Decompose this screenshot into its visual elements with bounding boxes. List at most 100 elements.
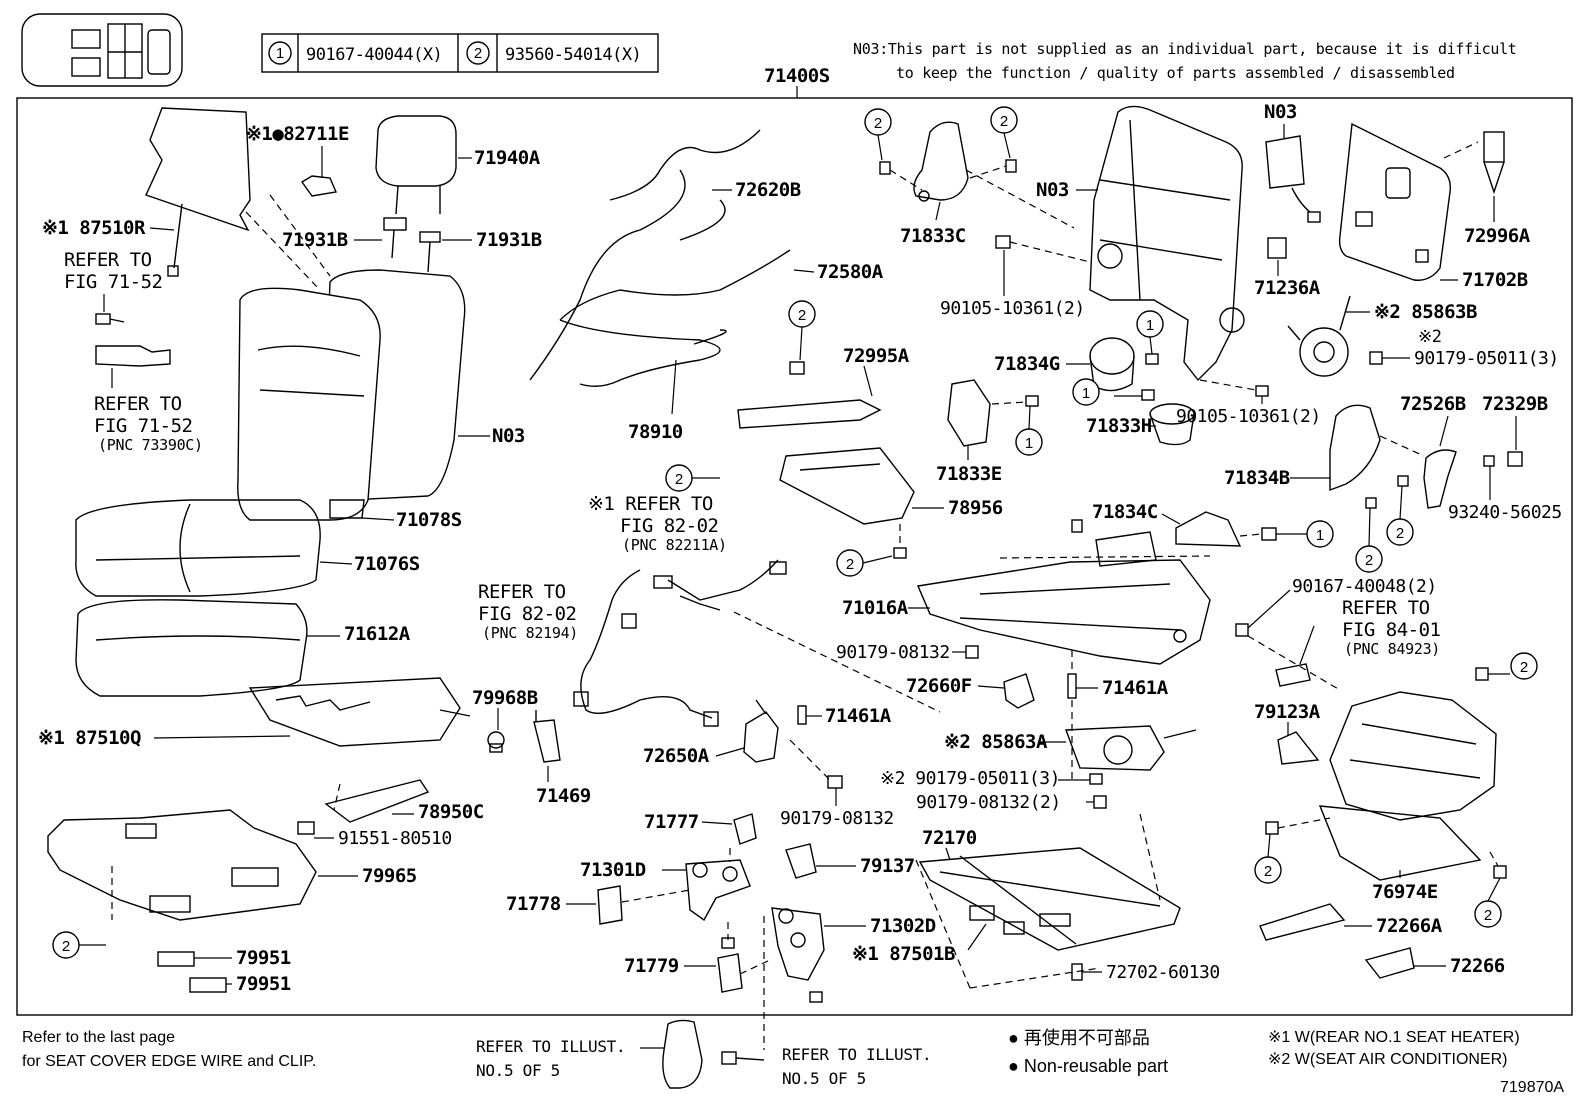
- screw-shape: [1365, 497, 1377, 509]
- common-part-2-number: 93560-54014(X): [505, 45, 641, 65]
- part-label-79968B: 79968B: [472, 687, 538, 709]
- screw-shape: [1141, 389, 1155, 401]
- bolt-shape: [721, 1051, 765, 1065]
- nut-shape: [809, 991, 823, 1003]
- part-label-87501B: ※1 87501B: [852, 943, 955, 965]
- common-part-1-number: 90167-40044(X): [306, 45, 442, 65]
- part-label-90167-40048: 90167-40048(2): [1292, 576, 1437, 597]
- cover-71777-shape: [733, 813, 757, 845]
- headrest-shape: [375, 115, 457, 215]
- refer-fig-84-01-line2: FIG 84-01: [1342, 619, 1441, 641]
- cover-71778-shape: [597, 885, 623, 925]
- part-label-71931B-right: 71931B: [476, 229, 542, 251]
- part-label-N03-frame: N03: [1036, 179, 1069, 201]
- part-label-71461A-right: 71461A: [1102, 677, 1169, 699]
- circled-ref-1-markers: [1015, 310, 1334, 548]
- circled-code-2: 2: [474, 45, 482, 62]
- clip-82711E-shape: [300, 175, 337, 197]
- seat-cushion-cover-shape: [75, 499, 321, 597]
- part-label-72329B: 72329B: [1482, 393, 1548, 415]
- screw-shape: [1261, 527, 1277, 541]
- part-label-71778: 71778: [506, 893, 561, 915]
- part-label-N03-seatback: N03: [492, 425, 525, 447]
- part-label-71834B: 71834B: [1224, 467, 1290, 489]
- legend-non-reusable-japanese: ● 再使用不可部品: [1008, 1028, 1150, 1048]
- part-label-71461A-left: 71461A: [825, 705, 892, 727]
- part-label-90105-10361-lower: 90105-10361(2): [1176, 406, 1321, 427]
- part-label-72996A: 72996A: [1464, 225, 1531, 247]
- part-label-85863B: ※2 85863B: [1374, 301, 1477, 323]
- cover-71779-shape: [717, 953, 743, 993]
- part-label-71931B-left: 71931B: [282, 229, 348, 251]
- cushion-frame-79965-shape: [47, 809, 317, 921]
- cover-72266A-shape: [1259, 903, 1346, 941]
- bracket-79123A-shape: [1277, 731, 1320, 765]
- part-label-79137: 79137: [860, 855, 915, 877]
- lock-71301D-shape: [685, 859, 751, 922]
- cushion-heater-shape: [248, 677, 471, 747]
- nut-shape: [1071, 519, 1083, 533]
- part-label-71777: 71777: [644, 811, 699, 833]
- note-seat-air-conditioner: ※2 W(SEAT AIR CONDITIONER): [1268, 1051, 1508, 1068]
- screw-shape: [1397, 475, 1409, 487]
- bolt-shape: [1255, 385, 1269, 397]
- part-label-71834G: 71834G: [994, 353, 1060, 375]
- part-label-93240-56025: 93240-56025: [1448, 502, 1562, 523]
- refer-illust-right-line1: REFER TO ILLUST.: [782, 1045, 931, 1064]
- svg-text:2: 2: [1000, 113, 1008, 130]
- bracket-72660F-shape: [1003, 673, 1035, 709]
- refer-fig-71-52-b-line2: FIG 71-52: [94, 415, 192, 437]
- part-label-71016A: 71016A: [842, 597, 909, 619]
- refer-illust-left-line2: NO.5 OF 5: [476, 1061, 560, 1080]
- wire-harness-shape: [573, 559, 787, 727]
- screw-shape: [879, 161, 891, 175]
- lever-72526B-shape: [1423, 449, 1457, 509]
- bolt-shape: [1265, 821, 1279, 835]
- part-label-90179-05011-lower: ※2 90179-05011(3): [880, 768, 1060, 789]
- bolt-shape: [1475, 667, 1489, 681]
- refer-fig-82-02-b-line2: FIG 82-02: [478, 603, 576, 625]
- note-seat-heater: ※1 W(REAR NO.1 SEAT HEATER): [1268, 1029, 1520, 1046]
- connector-shape: [1307, 211, 1321, 223]
- seatback-frame-shape: [1089, 105, 1245, 382]
- cover-78956-shape: [779, 447, 915, 525]
- refer-fig-82-02-a-line2: FIG 82-02: [620, 515, 718, 537]
- svg-text:2: 2: [846, 556, 854, 573]
- belt-buckle-shape: [95, 345, 171, 367]
- lumbar-support-shape: [1265, 135, 1305, 189]
- common-parts-table: 1 2 90167-40044(X) 93560-54014(X): [261, 33, 659, 73]
- cover-71833E-shape: [947, 379, 991, 447]
- lock-72650A-shape: [743, 699, 779, 763]
- part-label-71833E: 71833E: [936, 463, 1002, 485]
- refer-fig-84-01-line3: (PNC 84923): [1344, 640, 1440, 658]
- nut-shape: [1369, 351, 1383, 365]
- seatback-board-shape: [1338, 122, 1451, 281]
- refer-fig-82-02-b-line3: (PNC 82194): [482, 624, 578, 642]
- bracket-71469-shape: [533, 710, 561, 763]
- svg-text:2: 2: [1484, 907, 1492, 924]
- cover-71834C-shape: [1175, 511, 1242, 547]
- nut-shape: [965, 645, 979, 659]
- footer-refer-last-page-line2: for SEAT COVER EDGE WIRE and CLIP.: [22, 1053, 316, 1070]
- refer-fig-71-52-b-line3: (PNC 73390C): [98, 436, 203, 454]
- part-label-72660F: 72660F: [906, 675, 972, 697]
- svg-text:1: 1: [1025, 435, 1033, 452]
- screw-shape: [1025, 395, 1039, 407]
- part-label-71301D: 71301D: [580, 859, 646, 881]
- svg-text:2: 2: [675, 471, 683, 488]
- circled-ref-1-labels: 1 1 1 1: [1025, 317, 1324, 544]
- cover-79137-shape: [785, 843, 817, 879]
- headrest-support-shapes: [383, 217, 441, 273]
- cap-79951-lower-shape: [189, 977, 227, 993]
- part-label-79965: 79965: [362, 865, 417, 887]
- circled-ref-2-labels: 2 2 2 2 2 2 2 2 2 2 2: [62, 113, 1528, 955]
- part-label-78910: 78910: [628, 421, 683, 443]
- cover-71834G-shape: [1089, 337, 1135, 392]
- part-label-72170: 72170: [922, 827, 977, 849]
- part-label-71833H: 71833H: [1086, 415, 1152, 437]
- part-label-90179-08132-upper: 90179-08132: [836, 642, 950, 663]
- part-label-79123A: 79123A: [1254, 701, 1321, 723]
- screw-shape: [1145, 353, 1159, 365]
- seat-position-thumbnail: [21, 13, 183, 87]
